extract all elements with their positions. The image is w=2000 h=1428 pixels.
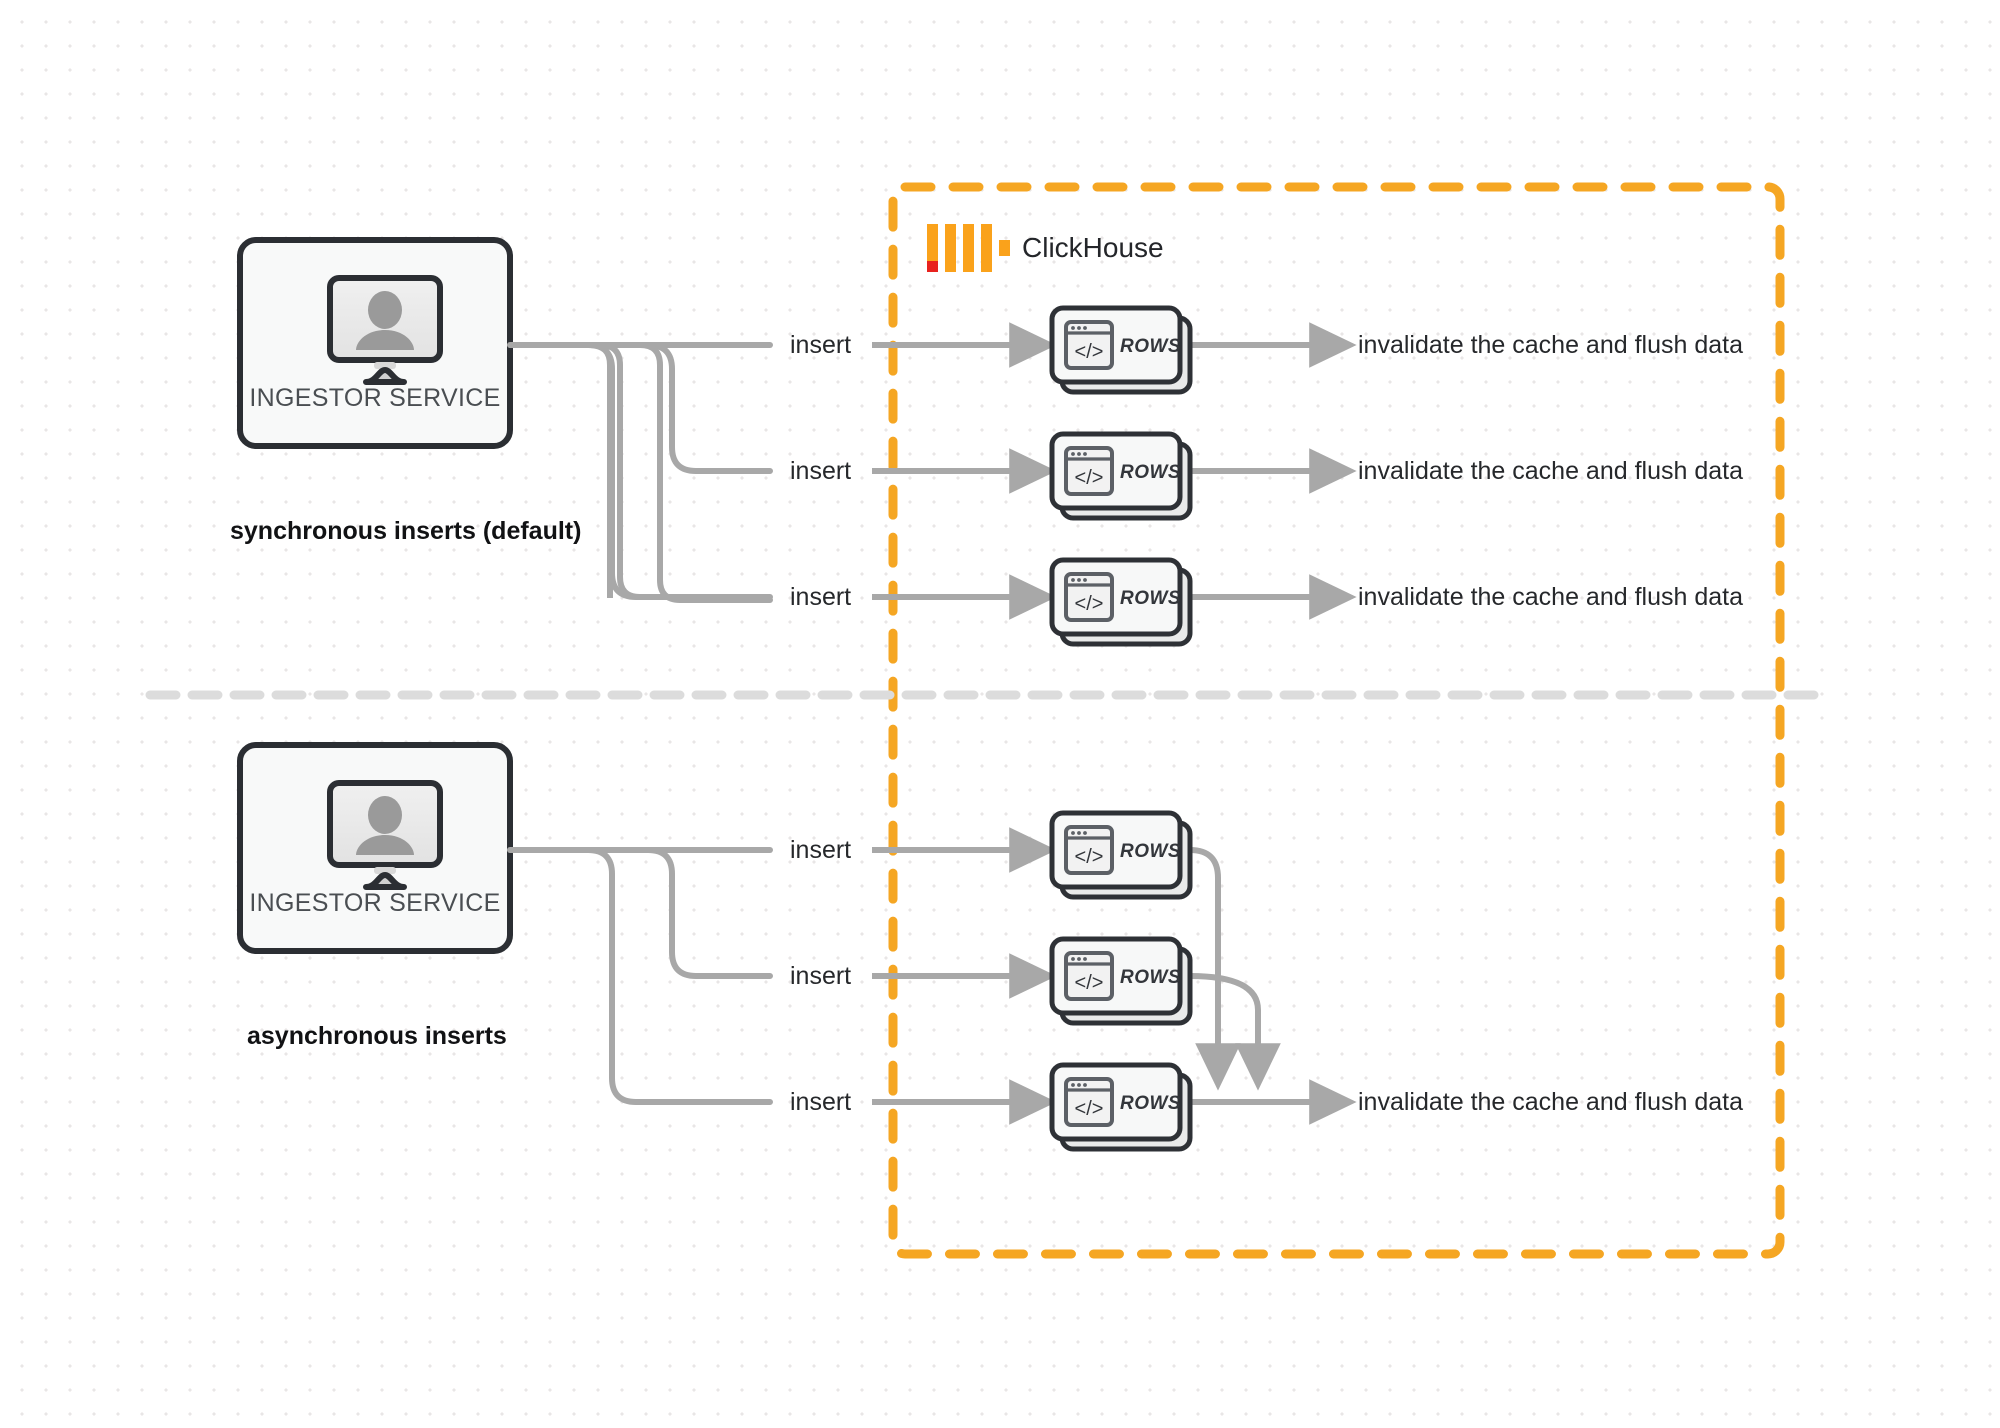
rows-card-label-sync-2: ROWS — [1120, 462, 1182, 483]
rows-card-label-async-2: ROWS — [1120, 967, 1182, 988]
merge-connector-async-1 — [1187, 847, 1241, 1091]
connector-branch-sync-2 — [645, 342, 773, 474]
merge-connector-async-2 — [1187, 973, 1281, 1091]
rows-card-sync-2: </> — [1049, 431, 1193, 521]
svg-text:</>: </> — [1075, 846, 1104, 868]
svg-text:</>: </> — [1075, 972, 1104, 994]
rows-card-async-3: </> — [1049, 1062, 1193, 1152]
insert-label-async-1: insert — [790, 836, 852, 864]
rows-card-label-sync-1: ROWS — [1120, 336, 1182, 357]
insert-label-async-3: insert — [790, 1088, 852, 1116]
clickhouse-brand-label: ClickHouse — [1022, 232, 1164, 263]
svg-text:</>: </> — [1075, 467, 1104, 489]
insert-label-sync-1: insert — [790, 331, 852, 359]
ingestor-service-label-async: INGESTOR SERVICE — [249, 889, 501, 917]
section-caption-async: asynchronous inserts — [247, 1022, 507, 1050]
monitor-user-icon-async — [327, 780, 443, 890]
flush-label-sync-1: invalidate the cache and flush data — [1358, 331, 1743, 359]
rows-card-label-sync-3: ROWS — [1120, 588, 1182, 609]
flush-label-sync-2: invalidate the cache and flush data — [1358, 457, 1743, 485]
rows-card-async-2: </> — [1049, 936, 1193, 1026]
svg-text:</>: </> — [1075, 1098, 1104, 1120]
ingestor-service-label-sync: INGESTOR SERVICE — [249, 384, 501, 412]
rows-card-sync-3: </> — [1049, 557, 1193, 647]
connector-tree-async — [507, 847, 773, 1105]
section-caption-sync: synchronous inserts (default) — [230, 517, 582, 545]
connector-branch-sync-3 — [585, 342, 773, 600]
rows-card-label-async-3: ROWS — [1120, 1093, 1182, 1114]
flush-label-async: invalidate the cache and flush data — [1358, 1088, 1743, 1116]
flush-label-sync-3: invalidate the cache and flush data — [1358, 583, 1743, 611]
insert-label-sync-2: insert — [790, 457, 852, 485]
svg-text:</>: </> — [1075, 341, 1104, 363]
svg-text:</>: </> — [1075, 593, 1104, 615]
rows-card-async-1: </> — [1049, 810, 1193, 900]
insert-label-sync-3: insert — [790, 583, 852, 611]
clickhouse-logo-icon — [927, 224, 1010, 272]
rows-card-sync-1: </> — [1049, 305, 1193, 395]
clickhouse-boundary-rect — [888, 182, 1785, 1259]
monitor-user-icon-sync — [327, 275, 443, 385]
insert-label-async-2: insert — [790, 962, 852, 990]
rows-card-label-async-1: ROWS — [1120, 841, 1182, 862]
